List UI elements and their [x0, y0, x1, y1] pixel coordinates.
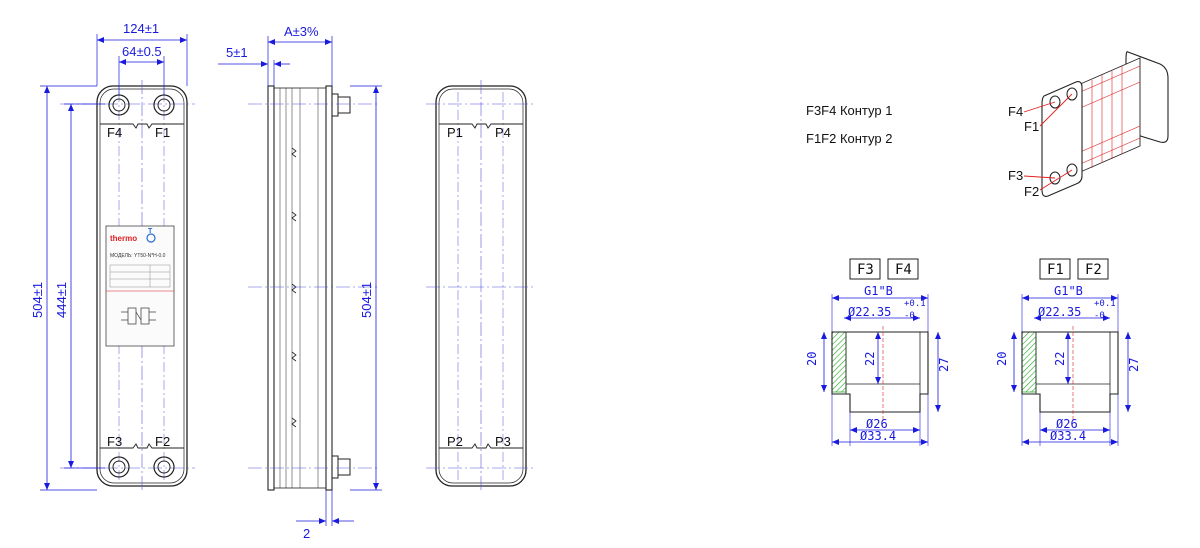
nameplate-logo-letter: T	[148, 228, 153, 235]
dim-width-ports: 64±0.5	[122, 44, 162, 59]
iso-front-plate	[1041, 81, 1083, 197]
dia-33-label: Ø33.4	[1050, 429, 1086, 443]
tol-upper: +0.1	[1094, 299, 1116, 309]
nameplate-model: МОДЕЛЬ: YT50-N*H-0.0	[110, 253, 166, 259]
side-view: A±3% 5±1 504±1 2	[218, 24, 382, 541]
dim-offset: 2	[303, 526, 310, 541]
tag-box-f4	[887, 258, 919, 280]
iso-label-f2: F2	[1024, 184, 1039, 199]
dia-26-label: Ø26	[1056, 417, 1078, 431]
tag-box-f2	[1077, 258, 1109, 280]
dim-27: 27	[937, 358, 951, 372]
thread-label: G1"B	[864, 284, 893, 298]
front-gasket-bottom	[100, 443, 184, 449]
back-view: P1 P4 P2 P3	[426, 80, 536, 492]
back-port-label-p2: P2	[447, 434, 463, 449]
dim-height-ports: 444±1	[54, 282, 69, 318]
front-port-label-f4: F4	[107, 125, 122, 140]
tag-box-f3	[849, 258, 881, 280]
dim-frame: 5±1	[226, 45, 248, 60]
dim-20: 20	[805, 352, 819, 366]
thread-label: G1"B	[1054, 284, 1083, 298]
side-break-marks	[291, 147, 297, 428]
tag-f2: F2	[1085, 262, 1102, 278]
tol-lower: -0	[1094, 311, 1105, 321]
dim-side-height: 504±1	[359, 282, 374, 318]
connection-detail-2: F1 F2 G1"B Ø22.35 +0.1 -0 20 22 27 Ø26 Ø…	[995, 258, 1141, 446]
front-port-bottom-left	[108, 456, 130, 478]
tag-box-f1	[1039, 258, 1071, 280]
front-port-label-f2: F2	[155, 434, 170, 449]
nameplate: thermo T МОДЕЛЬ: YT50-N*H-0.0	[105, 225, 175, 347]
inner-dia-label: Ø22.35	[1038, 305, 1081, 319]
front-gasket-top	[100, 123, 184, 129]
nameplate-brand: thermo	[110, 234, 137, 243]
dim-22: 22	[1053, 352, 1067, 366]
tol-lower: -0	[904, 311, 915, 321]
back-port-label-p1: P1	[447, 125, 463, 140]
back-port-label-p3: P3	[495, 434, 511, 449]
front-port-label-f1: F1	[155, 125, 170, 140]
dim-22: 22	[863, 352, 877, 366]
front-view: F4 F1 F3 F2 thermo T МОДЕЛЬ: YT50-N*H-0.…	[30, 21, 195, 492]
nameplate-logo-icon	[146, 233, 156, 243]
back-port-label-p4: P4	[495, 125, 511, 140]
side-connector-top	[331, 93, 351, 117]
dia-26-label: Ø26	[866, 417, 888, 431]
iso-label-f1: F1	[1024, 119, 1039, 134]
legend-circuit-2: F1F2 Контур 2	[806, 131, 892, 146]
back-gasket-top	[439, 123, 523, 129]
front-port-bottom-right	[153, 456, 175, 478]
fitting-body-outline	[831, 331, 929, 413]
tag-f1: F1	[1047, 262, 1064, 278]
fitting-hatched-wall	[831, 331, 847, 393]
legend-circuit-1: F3F4 Контур 1	[806, 103, 892, 118]
tag-f3: F3	[857, 262, 874, 278]
dim-27: 27	[1127, 358, 1141, 372]
isometric-view: F4 F1 F3 F2	[1008, 51, 1169, 199]
tag-f4: F4	[895, 262, 912, 278]
side-frame-front	[267, 85, 275, 491]
dim-height-total: 504±1	[30, 282, 45, 318]
dim-20: 20	[995, 352, 1009, 366]
tol-upper: +0.1	[904, 299, 926, 309]
front-port-label-f3: F3	[107, 434, 122, 449]
side-frame-back	[325, 85, 333, 491]
iso-label-f4: F4	[1008, 104, 1023, 119]
connection-detail-1: F3 F4 G1"B Ø22.35 +0.1 -0 20 22 27 Ø26 Ø	[805, 258, 951, 446]
fitting-hatched-wall	[1021, 331, 1037, 393]
dia-33-label: Ø33.4	[860, 429, 896, 443]
inner-dia-label: Ø22.35	[848, 305, 891, 319]
iso-label-f3: F3	[1008, 168, 1023, 183]
fitting-body-outline	[1021, 331, 1119, 413]
nameplate-schematic-icon	[121, 307, 156, 325]
legend: F3F4 Контур 1 F1F2 Контур 2	[806, 103, 892, 146]
back-gasket-bottom	[439, 443, 523, 449]
dim-width-total: 124±1	[123, 21, 159, 36]
dim-thickness: A±3%	[284, 24, 319, 39]
side-connector-bottom	[331, 455, 351, 479]
